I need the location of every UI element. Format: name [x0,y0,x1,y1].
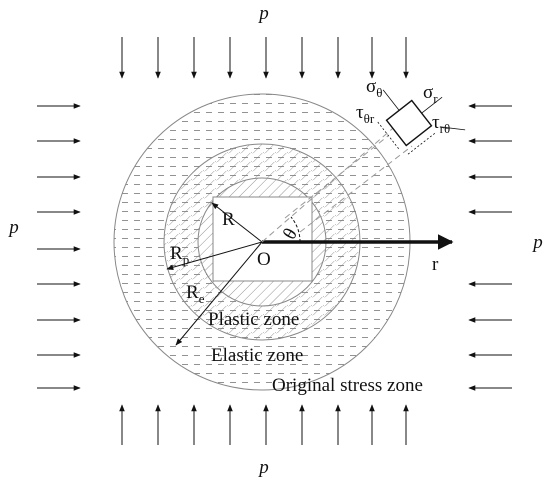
radius-Rp-label: Rp [170,243,189,267]
top-load-arrows [119,37,409,79]
sigma-theta-label: σθ [366,76,382,100]
tunnel-opening [212,196,313,282]
radius-R-label: R [222,209,235,230]
load-label-right: p [531,232,543,253]
radius-Re-line [175,241,263,346]
bottom-load-arrows [119,404,409,445]
element-guide-lines [261,121,413,243]
radius-Re-label: Re [186,282,205,306]
elastic-zone-label: Elastic zone [211,345,303,366]
axis-r-label: r [432,254,439,275]
origin-label: O [257,249,271,270]
angle-theta-arc [290,216,301,243]
tau-theta-r-label: τθr [356,102,375,126]
load-label-top: p [257,3,269,24]
tau-r-theta-label: τrθ [432,112,450,136]
load-label-bottom: p [257,457,269,478]
load-label-left: p [7,217,19,238]
radius-R-line [211,202,263,243]
plastic-zone-label: Plastic zone [208,309,299,330]
radius-Rp-line [166,241,263,270]
radius-lines [166,202,263,346]
stress-element [377,89,466,155]
left-load-arrows [37,103,81,391]
right-load-arrows [468,103,512,391]
sigma-r-label: σr [423,82,438,106]
original-stress-zone-label: Original stress zone [272,375,423,396]
